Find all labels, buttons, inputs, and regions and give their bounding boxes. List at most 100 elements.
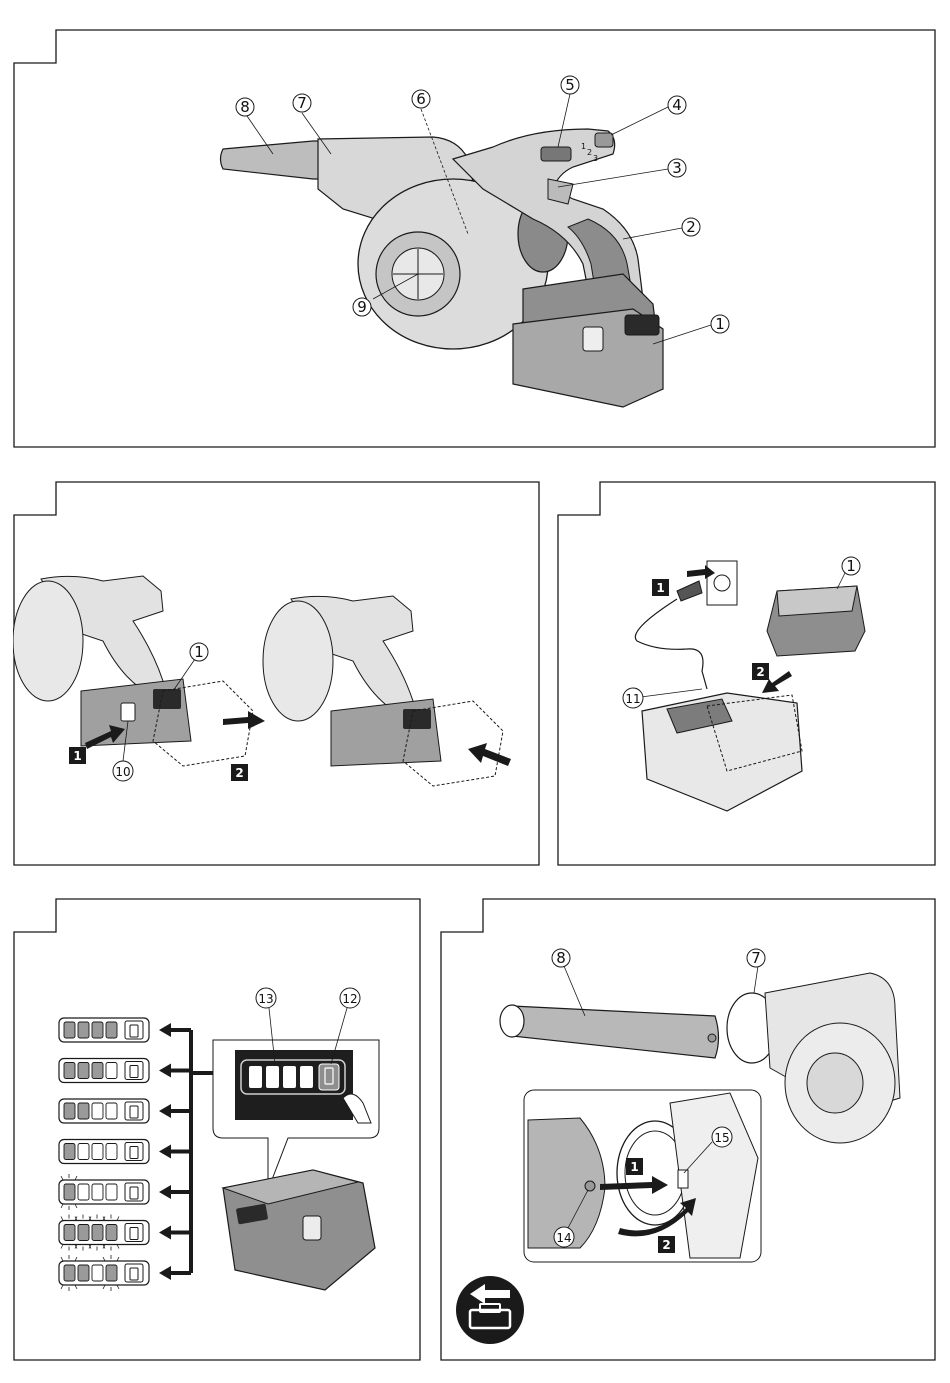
wall-socket-shape — [707, 561, 737, 605]
callout-4-label: 4 — [672, 96, 682, 114]
blink-mark — [61, 1176, 63, 1180]
callout-fig5-8: 8 — [552, 949, 585, 1016]
figure-1-overview: 1 2 3 9 8 7 6 5 4 3 — [13, 29, 937, 449]
level-bar — [64, 1063, 75, 1079]
level-bar — [78, 1184, 89, 1200]
indicator-bar-2 — [266, 1066, 279, 1088]
level-bar — [78, 1265, 89, 1281]
figure-5-nozzle-attach: 8 7 1 2 14 15 — [440, 898, 937, 1362]
callout-5-label: 5 — [565, 76, 575, 94]
step-1-charger-label: 1 — [656, 581, 664, 595]
level-bar — [64, 1022, 75, 1038]
callout-2-label: 2 — [686, 218, 696, 236]
battery-icon-box — [125, 1264, 143, 1282]
level-arrow — [159, 1145, 191, 1159]
level-arrow — [159, 1266, 191, 1280]
slide-arrow-left — [223, 711, 265, 729]
battery-icon-box — [125, 1102, 143, 1120]
level-bar — [78, 1225, 89, 1241]
figure-4-svg: 13 12 — [13, 898, 422, 1362]
level-arrow — [159, 1226, 191, 1240]
level-bar — [106, 1022, 117, 1038]
level-arrow — [159, 1185, 191, 1199]
level-bar — [78, 1063, 89, 1079]
level-indicator-rows — [59, 1018, 191, 1291]
level-row-5 — [59, 1174, 191, 1210]
battery-fig3 — [767, 586, 865, 656]
level-bar — [92, 1103, 103, 1119]
level-bar — [106, 1184, 117, 1200]
level-arrow — [159, 1023, 191, 1037]
battery-icon-box — [125, 1143, 143, 1161]
step-1-left-label: 1 — [73, 749, 81, 763]
battery-icon-box — [125, 1183, 143, 1201]
figure-2-battery-mount: 1 2 1 10 — [13, 481, 541, 867]
indicator-bar-4 — [300, 1066, 313, 1088]
plug-shape — [677, 581, 702, 601]
indicator-bar-3 — [283, 1066, 296, 1088]
level-bar — [92, 1063, 103, 1079]
nozzle-tube — [500, 1005, 719, 1058]
level-bar — [92, 1144, 103, 1160]
battery-icon-box — [125, 1021, 143, 1039]
callout-9-label: 9 — [357, 298, 367, 316]
level-row-4 — [59, 1140, 191, 1164]
dial-mark-3: 3 — [593, 154, 598, 163]
battery-latch-shape — [583, 327, 603, 351]
speed-dial-shape — [595, 133, 613, 147]
level-bar — [64, 1225, 75, 1241]
callout-fig5-7-label: 7 — [751, 949, 761, 967]
level-bar — [92, 1022, 103, 1038]
dial-mark-1: 1 — [581, 142, 586, 151]
battery-fig4 — [223, 1170, 375, 1290]
callout-2: 2 — [623, 218, 700, 239]
battery-icon-box — [125, 1062, 143, 1080]
level-bar — [78, 1144, 89, 1160]
level-row-3 — [59, 1099, 191, 1123]
callout-fig3-11-label: 11 — [625, 692, 640, 706]
level-bar — [64, 1265, 75, 1281]
blink-mark — [61, 1204, 63, 1208]
battery-icon-box — [125, 1224, 143, 1242]
figure-3-svg: 1 1 2 11 — [557, 481, 937, 867]
level-bar — [106, 1265, 117, 1281]
level-bar — [64, 1103, 75, 1119]
power-cord — [635, 599, 707, 689]
callout-fig3-1-label: 1 — [846, 557, 856, 575]
level-bar — [106, 1103, 117, 1119]
level-bar — [106, 1063, 117, 1079]
level-arrow — [159, 1064, 191, 1078]
figure-2-svg: 1 2 1 10 — [13, 481, 541, 867]
level-bar — [78, 1103, 89, 1119]
insert-arrow-right — [468, 743, 511, 766]
indicator-bar-1 — [249, 1066, 262, 1088]
level-bar — [64, 1184, 75, 1200]
callout-fig5-15-label: 15 — [714, 1131, 729, 1145]
callout-7-label: 7 — [297, 94, 307, 112]
callout-6-label: 6 — [416, 90, 426, 108]
level-bar — [106, 1225, 117, 1241]
step-2-left-label: 2 — [235, 766, 243, 780]
lock-button-shape — [541, 147, 571, 161]
figure-3-frame — [558, 482, 935, 865]
callout-fig2-10-label: 10 — [115, 765, 130, 779]
battery-indicator-shape — [625, 315, 659, 335]
callout-8-label: 8 — [240, 98, 250, 116]
blink-mark — [61, 1217, 63, 1221]
figure-5-svg: 8 7 1 2 14 15 — [440, 898, 937, 1362]
step-2-charger-label: 2 — [756, 665, 764, 679]
level-bar — [78, 1022, 89, 1038]
level-bar — [92, 1265, 103, 1281]
tool-right — [263, 596, 503, 786]
level-row-2 — [59, 1059, 191, 1083]
figure-3-charger: 1 1 2 11 — [557, 481, 937, 867]
callout-fig4-13-label: 13 — [258, 992, 273, 1006]
tool-left — [13, 576, 253, 766]
level-row-1 — [59, 1018, 191, 1042]
callout-4: 4 — [611, 96, 686, 135]
callout-fig5-8-label: 8 — [556, 949, 566, 967]
callout-fig5-14-label: 14 — [556, 1231, 571, 1245]
level-bar — [106, 1144, 117, 1160]
nozzle-shape — [221, 141, 326, 179]
level-row-6 — [59, 1215, 191, 1251]
